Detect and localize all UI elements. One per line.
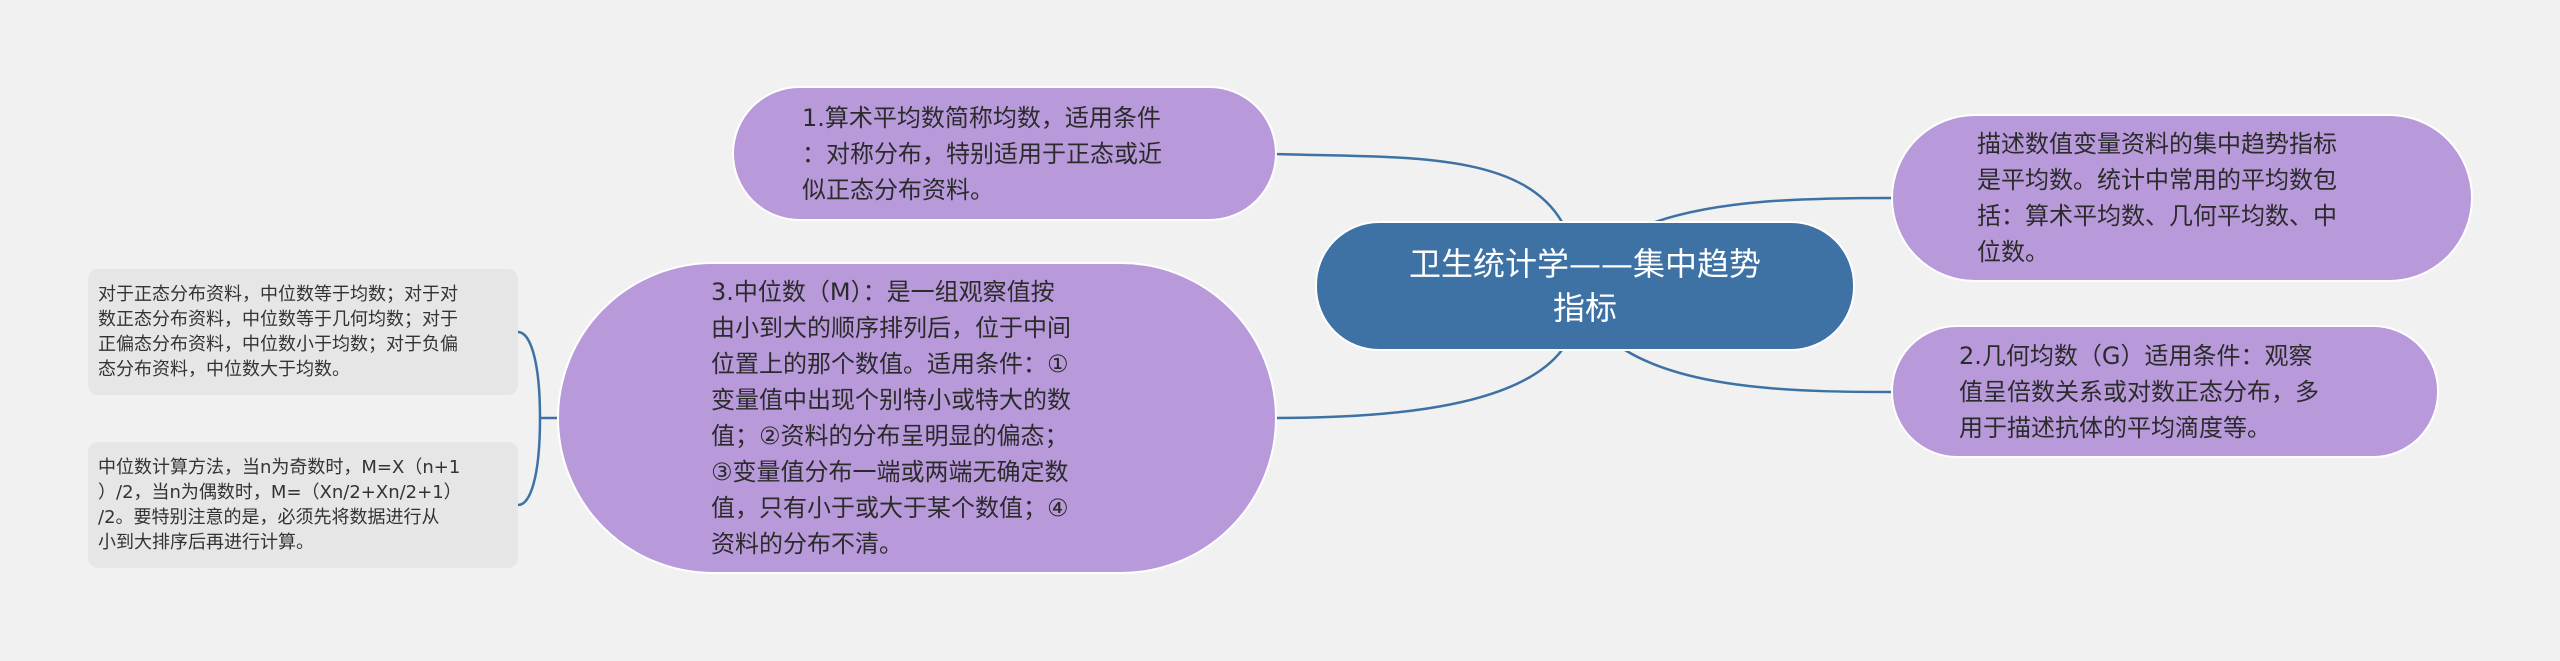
median-calc-text: 中位数计算方法，当n为奇数时，M=X（n+1 ）/2，当n为偶数时，M=（Xn/… <box>98 457 462 553</box>
root-topic-node[interactable]: 卫生统计学——集中趋势 指标 <box>1315 221 1855 351</box>
arithmetic-mean-node[interactable]: 1.算术平均数简称均数，适用条件 ：对称分布，特别适用于正态或近 似正态分布资料… <box>732 86 1277 221</box>
median-relation-note[interactable]: 对于正态分布资料，中位数等于均数；对于对 数正态分布资料，中位数等于几何均数；对… <box>88 269 518 395</box>
median-node[interactable]: 3.中位数（M）：是一组观察值按 由小到大的顺序排列后，位于中间 位置上的那个数… <box>557 262 1277 574</box>
connector-root-description <box>1654 196 1895 224</box>
connector-median-note-calc <box>517 417 542 507</box>
median-calc-note[interactable]: 中位数计算方法，当n为奇数时，M=X（n+1 ）/2，当n为偶数时，M=（Xn/… <box>88 442 518 568</box>
median-text: 3.中位数（M）：是一组观察值按 由小到大的顺序排列后，位于中间 位置上的那个数… <box>711 278 1071 558</box>
description-node[interactable]: 描述数值变量资料的集中趋势指标 是平均数。统计中常用的平均数包 括：算术平均数、… <box>1891 114 2473 282</box>
connector-root-median <box>1273 349 1563 420</box>
geometric-mean-node[interactable]: 2.几何均数（G）适用条件：观察 值呈倍数关系或对数正态分布，多 用于描述抗体的… <box>1891 325 2439 458</box>
arithmetic-mean-text: 1.算术平均数简称均数，适用条件 ：对称分布，特别适用于正态或近 似正态分布资料… <box>802 103 1162 204</box>
description-text: 描述数值变量资料的集中趋势指标 是平均数。统计中常用的平均数包 括：算术平均数、… <box>1977 130 2337 266</box>
connector-root-arithmetic-mean <box>1273 152 1564 223</box>
connector-root-geometric-mean <box>1624 348 1895 394</box>
median-relation-text: 对于正态分布资料，中位数等于均数；对于对 数正态分布资料，中位数等于几何均数；对… <box>98 284 458 380</box>
connector-median-note-relation <box>517 330 542 419</box>
root-topic-text: 卫生统计学——集中趋势 指标 <box>1408 245 1761 327</box>
geometric-mean-text: 2.几何均数（G）适用条件：观察 值呈倍数关系或对数正态分布，多 用于描述抗体的… <box>1959 341 2319 442</box>
